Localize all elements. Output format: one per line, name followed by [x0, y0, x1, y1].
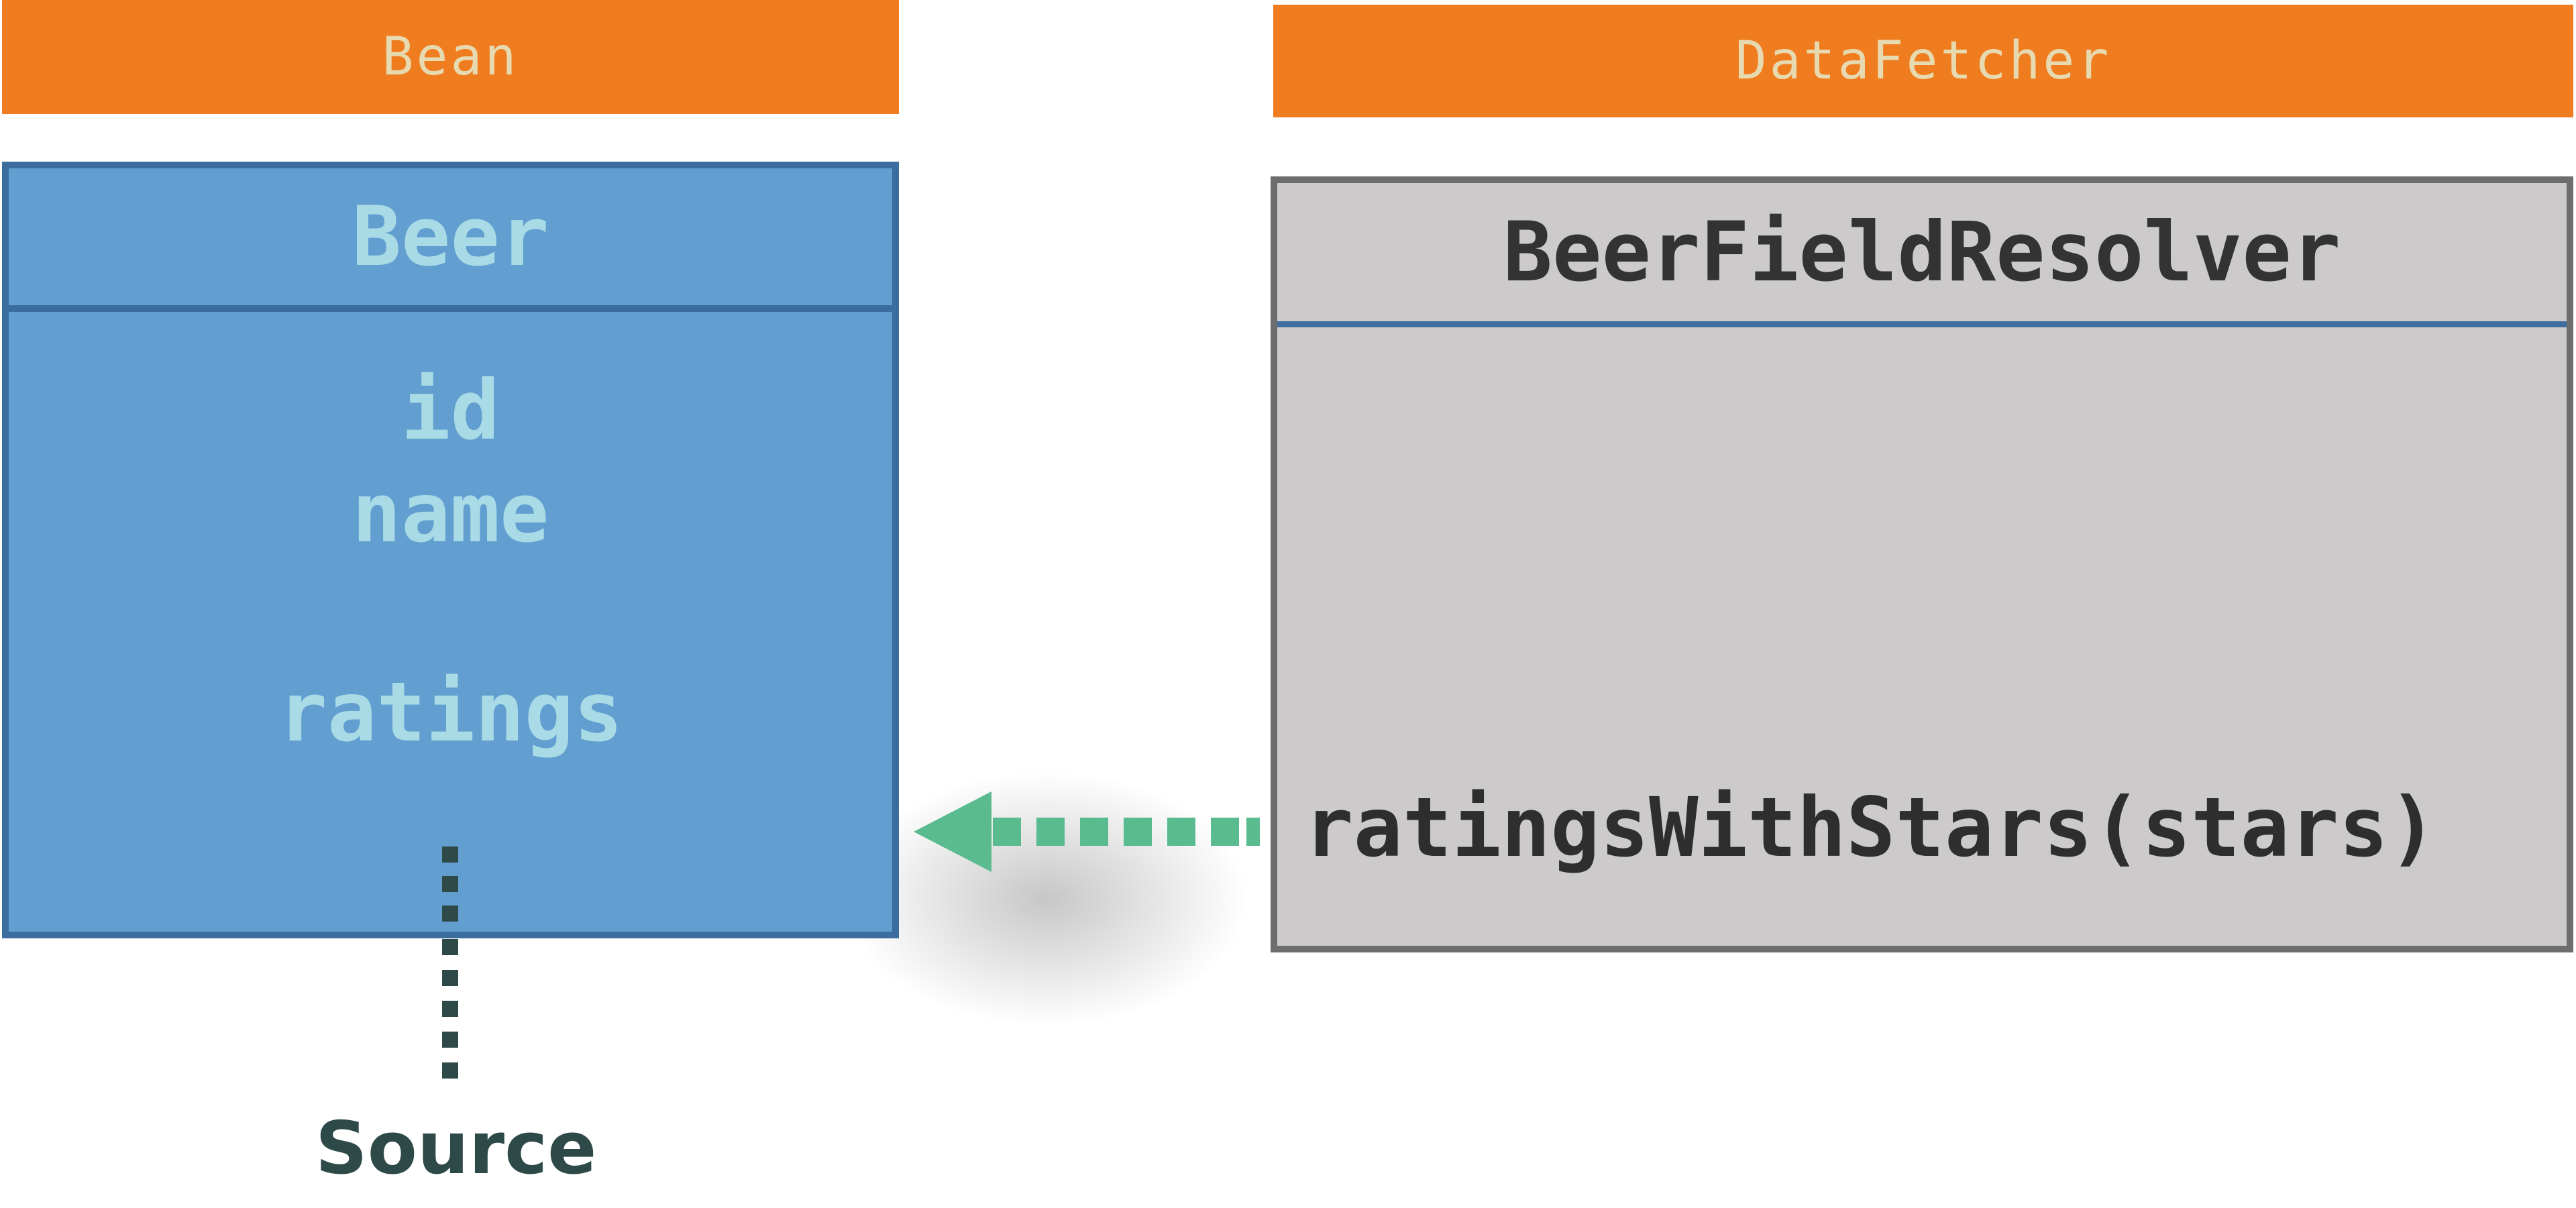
beer-field-resolver-box: BeerFieldResolver ratingsWithStars(stars… [1271, 176, 2573, 952]
beer-class-title: Beer [352, 189, 549, 284]
datafetcher-tag: DataFetcher [1273, 5, 2573, 117]
source-label: Source [315, 1107, 597, 1191]
arrow-dash [993, 818, 1021, 846]
resolver-method: ratingsWithStars(stars) [1304, 780, 2438, 875]
arrow-dash [1124, 818, 1152, 846]
arrow-dash [1080, 818, 1108, 846]
beer-class-box: Beer id name ratings [2, 162, 899, 938]
bean-tag-label: Bean [382, 27, 519, 87]
source-dot [442, 970, 458, 986]
arrowhead-icon [914, 791, 991, 872]
dashed-arrow [914, 791, 1260, 872]
arrow-dash [1211, 818, 1239, 846]
source-dot [442, 876, 458, 892]
resolver-class-title: BeerFieldResolver [1503, 205, 2341, 300]
bean-tag: Bean [2, 0, 899, 114]
beer-field-id: id [401, 363, 500, 458]
source-dot [442, 1062, 458, 1079]
beer-class-header: Beer [9, 168, 892, 312]
arrow-dash [1036, 818, 1065, 846]
source-dot [442, 1032, 458, 1048]
source-dot [442, 1001, 458, 1017]
source-dotted-line [442, 846, 458, 1079]
arrow-dash [1246, 818, 1260, 846]
datafetcher-tag-label: DataFetcher [1735, 31, 2112, 91]
beer-field-name: name [352, 465, 549, 561]
arrow-dash [1167, 818, 1195, 846]
resolver-class-header: BeerFieldResolver [1277, 183, 2567, 327]
source-dot [442, 939, 458, 955]
source-dot [442, 846, 458, 863]
source-dot [442, 905, 458, 922]
beer-field-ratings: ratings [278, 665, 623, 760]
